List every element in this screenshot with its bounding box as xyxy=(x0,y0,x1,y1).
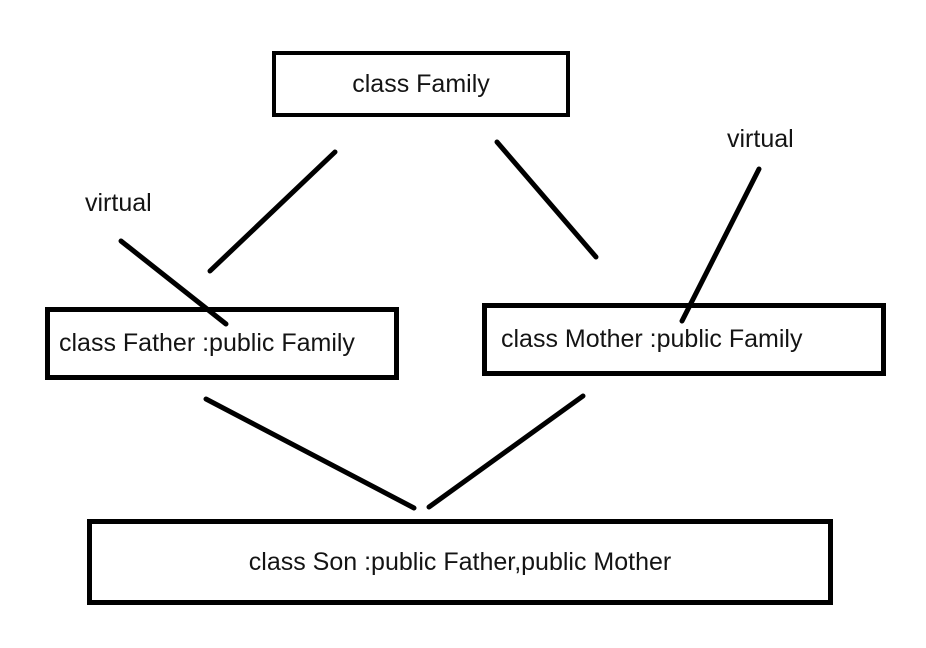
virtual-annotation-line-right xyxy=(679,166,762,324)
node-family: class Family xyxy=(272,51,570,117)
node-son: class Son :public Father,public Mother xyxy=(87,519,833,605)
node-son-label: class Son :public Father,public Mother xyxy=(248,547,672,576)
edge-mother-son xyxy=(426,393,586,510)
node-father: class Father :public Family xyxy=(45,307,399,380)
node-family-label: class Family xyxy=(352,69,490,98)
edge-family-father xyxy=(207,149,338,274)
node-mother: class Mother :public Family xyxy=(482,303,886,376)
node-mother-label: class Mother :public Family xyxy=(501,325,803,353)
virtual-label-right: virtual xyxy=(727,125,794,153)
node-father-label: class Father :public Family xyxy=(59,329,355,357)
edge-father-son xyxy=(203,396,417,511)
virtual-label-left: virtual xyxy=(85,189,152,217)
edge-family-mother xyxy=(494,139,599,260)
